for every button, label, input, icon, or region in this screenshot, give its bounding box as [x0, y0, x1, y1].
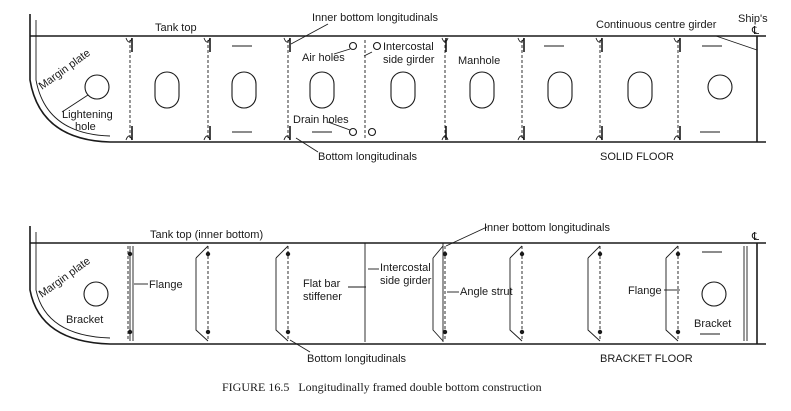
manhole — [154, 71, 180, 109]
label-air-holes: Air holes — [302, 52, 345, 64]
manhole — [469, 71, 495, 109]
label-solid-floor: SOLID FLOOR — [600, 151, 674, 163]
bracket-floor-diagram: Tank top (inner bottom) Inner bottom lon… — [29, 222, 766, 365]
manhole — [547, 71, 573, 109]
label-inner-bottom-longitudinals: Inner bottom longitudinals — [312, 12, 438, 24]
margin-plate-inner — [35, 20, 111, 137]
label-continuous-centre-girder: Continuous centre girder — [596, 19, 717, 31]
air-hole — [348, 41, 358, 51]
figure-title: Longitudinally framed double bottom cons… — [298, 380, 541, 394]
inner-bottom-longitudinals — [131, 38, 681, 52]
label-tank-top: Tank top — [155, 22, 197, 34]
label-stiffener: stiffener — [303, 291, 342, 303]
label-bottom-longitudinals: Bottom longitudinals — [307, 353, 407, 365]
solid-floor-diagram: Tank top Inner bottom longitudinals Cont… — [29, 12, 768, 163]
label-hole: hole — [75, 121, 96, 133]
centreline-symbol: ℄ — [751, 25, 759, 37]
bracket-hole — [83, 281, 109, 307]
figure-caption: FIGURE 16.5 Longitudinally framed double… — [222, 380, 542, 394]
centre-girder-leader — [715, 35, 758, 51]
label-tank-top-inner-bottom: Tank top (inner bottom) — [150, 229, 263, 241]
label-flange-right: Flange — [628, 285, 662, 297]
label-intercostal: Intercostal — [380, 262, 431, 274]
label-side-girder: side girder — [383, 54, 435, 66]
lightening-hole — [84, 74, 110, 100]
manhole — [231, 71, 257, 109]
manhole — [627, 71, 653, 109]
label-bracket-floor: BRACKET FLOOR — [600, 353, 693, 365]
manhole — [309, 71, 335, 109]
brackets — [129, 245, 748, 342]
label-bracket-right: Bracket — [694, 318, 731, 330]
label-flat-bar: Flat bar — [303, 278, 341, 290]
label-bracket-left: Bracket — [66, 314, 103, 326]
label-flange-left: Flange — [149, 279, 183, 291]
margin-plate-inner — [35, 232, 111, 339]
label-margin-plate: Margin plate — [37, 47, 93, 92]
label-inner-bottom-longitudinals: Inner bottom longitudinals — [484, 222, 610, 234]
label-lightening: Lightening — [62, 109, 113, 121]
label-bottom-longitudinals: Bottom longitudinals — [318, 151, 418, 163]
label-drain-holes: Drain holes — [293, 114, 349, 126]
label-manhole: Manhole — [458, 55, 500, 67]
drain-hole — [348, 127, 358, 137]
label-intercostal: Intercostal — [383, 41, 434, 53]
centreline-symbol: ℄ — [751, 231, 759, 243]
label-side-girder: side girder — [380, 275, 432, 287]
drain-hole — [367, 127, 377, 137]
bilge-outline — [29, 14, 766, 143]
label-ships: Ship's — [738, 13, 768, 25]
figure-number: FIGURE 16.5 — [222, 380, 289, 394]
bilge-outline — [29, 226, 766, 345]
label-angle-strut: Angle strut — [460, 286, 513, 298]
air-hole — [372, 41, 382, 51]
bracket-hole — [701, 281, 727, 307]
bottom-longitudinals — [131, 126, 681, 140]
lightening-hole — [707, 74, 733, 100]
manhole — [390, 71, 416, 109]
